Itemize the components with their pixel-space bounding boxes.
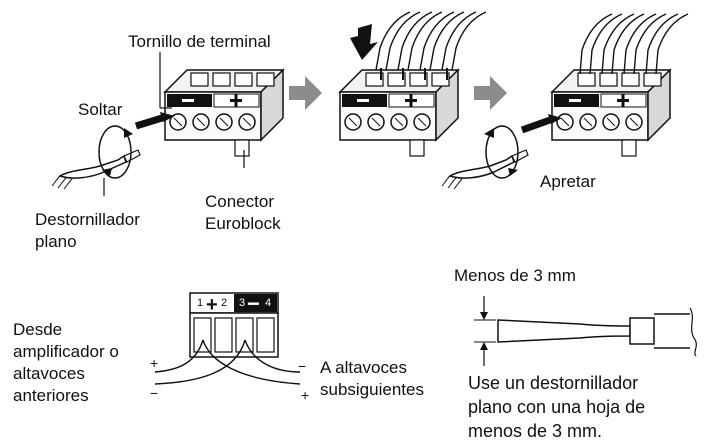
terminal-wiring-diagram (154, 292, 301, 385)
wires-inserted (579, 13, 689, 75)
euroblock-connector-1 (164, 69, 284, 157)
insert-arrow-1 (134, 114, 164, 130)
rotate-clockwise-icon (484, 125, 519, 179)
connector-label-1: Conector (205, 192, 274, 211)
from-label-2: amplificador o (13, 342, 119, 361)
screwdriver-ferrule (629, 317, 655, 345)
flat-screwdriver-label-1: Destornillador (35, 210, 140, 229)
pin-3: 3 (239, 297, 245, 309)
output-minus-sign: − (298, 358, 306, 374)
step-arrow-2 (474, 76, 507, 110)
input-plus-sign: + (150, 355, 158, 371)
flat-screwdriver-tighten-icon (441, 149, 529, 190)
from-label-1: Desde (13, 320, 63, 339)
connector-panel-insert-wires (339, 11, 487, 157)
tighten-label: Apretar (540, 172, 596, 191)
less-than-label: Menos de 3 mm (454, 266, 576, 285)
loosen-label: Soltar (78, 100, 123, 119)
flat-screwdriver-icon (51, 149, 141, 190)
push-down-arrow (350, 24, 378, 60)
to-label-1: A altavoces (320, 358, 407, 377)
blade-width-illustration (474, 296, 697, 366)
step-arrow-1 (289, 76, 322, 110)
advice-line-1: Use un destornillador (468, 373, 639, 393)
from-label-4: anteriores (13, 386, 89, 405)
pin-4: 4 (265, 297, 271, 309)
connector-panel-loosen (51, 52, 284, 196)
connector-label-2: Euroblock (205, 214, 281, 233)
euroblock-connector-3 (551, 69, 671, 157)
insert-arrow-3 (520, 116, 552, 134)
plus-terminal-sign: + (206, 294, 218, 316)
terminal-screw-label: Tornillo de terminal (128, 32, 271, 51)
input-minus-sign: − (150, 385, 158, 401)
screwdriver-blade (497, 319, 631, 343)
advice-line-3: menos de 3 mm. (468, 421, 603, 441)
wires-inserting (375, 11, 487, 71)
minus-terminal-sign: − (247, 291, 260, 316)
pin-2: 2 (221, 297, 227, 309)
euroblock-connector-2 (339, 69, 459, 157)
connector-panel-tighten (441, 13, 689, 190)
output-plus-sign: + (301, 387, 309, 403)
from-label-3: altavoces (13, 364, 85, 383)
flat-screwdriver-label-2: plano (35, 232, 77, 251)
to-label-2: subsiguientes (320, 380, 424, 399)
pin-1: 1 (197, 297, 203, 309)
advice-line-2: plano con una hoja de (468, 397, 646, 417)
rotate-counterclockwise-icon (98, 125, 133, 179)
wire-tips (380, 68, 448, 80)
